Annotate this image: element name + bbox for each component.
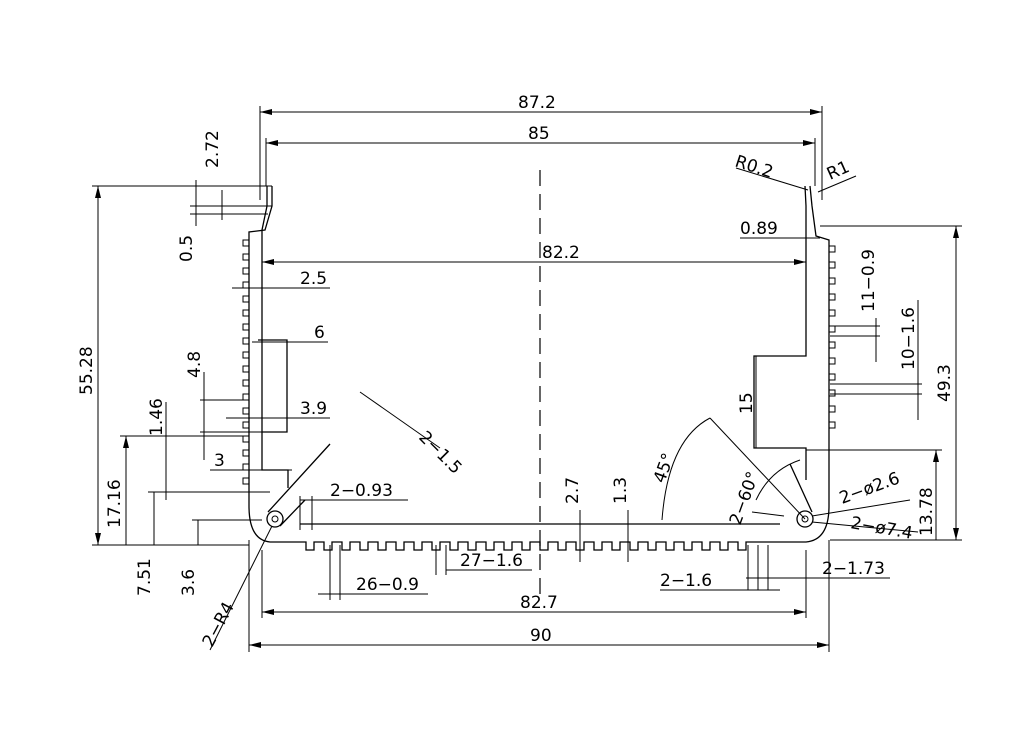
dim-87-2: 87.2 (518, 93, 556, 113)
dim-7-51: 7.51 (135, 558, 155, 596)
dim-26-0-9: 26−0.9 (356, 575, 419, 595)
dimension-lines (92, 106, 962, 652)
profile-outline (242, 185, 836, 551)
dim-1-3: 1.3 (611, 477, 631, 504)
dim-2-72: 2.72 (203, 130, 223, 168)
dimension-labels: 87.2 85 82.2 82.7 90 55.28 49.3 17.16 13… (77, 93, 955, 650)
dim-82-2: 82.2 (542, 243, 580, 263)
dim-3-6: 3.6 (179, 569, 199, 596)
dim-27-1-6: 27−1.6 (460, 551, 523, 571)
dim-2-7: 2.7 (563, 477, 583, 504)
dim-2-phi-7-4: 2−ø7.4 (849, 513, 914, 544)
dim-0-5: 0.5 (177, 235, 197, 262)
arrowheads (95, 109, 959, 648)
dim-2-60-deg: 2−60° (726, 469, 764, 528)
dim-3: 3 (214, 451, 225, 471)
dim-r1: R1 (824, 157, 853, 184)
dim-15: 15 (737, 392, 757, 414)
dim-10-1-6: 10−1.6 (899, 307, 919, 370)
dim-6: 6 (314, 323, 325, 343)
dim-3-9: 3.9 (300, 399, 327, 419)
dim-2-5: 2.5 (300, 269, 327, 289)
dim-11-0-9: 11−0.9 (859, 249, 879, 312)
dim-1-46: 1.46 (147, 398, 167, 436)
dim-13-78: 13.78 (917, 487, 937, 536)
dim-4-8: 4.8 (185, 351, 205, 378)
dim-2-1-6: 2−1.6 (660, 571, 712, 591)
dim-85: 85 (528, 124, 550, 144)
dim-17-16: 17.16 (105, 479, 125, 528)
dim-0-89: 0.89 (740, 219, 778, 239)
dim-45-deg: 45° (650, 451, 679, 486)
dim-49-3: 49.3 (935, 364, 955, 402)
dim-2-1-73: 2−1.73 (822, 559, 885, 579)
dim-2-1-5: 2−1.5 (414, 427, 465, 478)
dim-2-r4: 2−R4 (199, 599, 239, 651)
dim-82-7: 82.7 (520, 593, 558, 613)
dim-90: 90 (530, 626, 552, 646)
dim-55-28: 55.28 (77, 346, 97, 395)
dim-r0-2: R0.2 (732, 152, 775, 183)
dim-2-0-93: 2−0.93 (330, 481, 393, 501)
